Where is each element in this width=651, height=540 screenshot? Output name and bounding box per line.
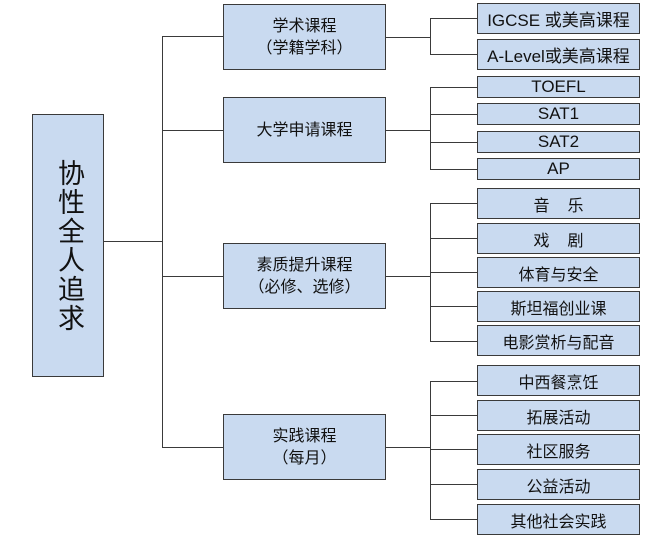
connector [430, 381, 431, 519]
category-sub: （学籍学科） [256, 38, 353, 57]
item-other-social-practice: 其他社会实践 [477, 504, 640, 535]
connector [430, 449, 477, 450]
item-film-dubbing: 电影赏析与配音 [477, 325, 640, 356]
item-pe-safety: 体育与安全 [477, 257, 640, 288]
item-a-level: A-Level或美高课程 [477, 39, 640, 70]
connector [430, 18, 431, 54]
connector [430, 18, 477, 19]
connector [430, 114, 477, 115]
category-label: 学术课程 [272, 16, 337, 35]
item-cooking: 中西餐烹饪 [477, 365, 640, 396]
connector-root [104, 241, 162, 242]
item-label: TOEFL [531, 77, 586, 96]
category-label: 素质提升课程 [256, 255, 353, 274]
item-sat1: SAT1 [477, 103, 640, 125]
connector-l1-3 [162, 447, 223, 448]
item-toefl: TOEFL [477, 76, 640, 98]
item-label: SAT1 [537, 104, 580, 123]
connector [386, 37, 430, 38]
root-node: 协性全人追求 [32, 114, 104, 377]
category-sub: （必修、选修） [248, 277, 361, 296]
category-practice: 实践课程 （每月） [223, 414, 386, 480]
connector-l1-0 [162, 36, 223, 37]
item-label: 斯坦福创业课 [510, 298, 607, 318]
connector [430, 142, 477, 143]
category-label: 实践课程 [272, 426, 337, 445]
item-label: 戏剧 [533, 230, 602, 250]
item-label: 体育与安全 [518, 264, 599, 284]
connector [430, 519, 477, 520]
item-charity: 公益活动 [477, 469, 640, 500]
item-stanford-entrepreneurship: 斯坦福创业课 [477, 291, 640, 322]
connector [430, 87, 431, 169]
connector [430, 203, 477, 204]
category-label: 大学申请课程 [256, 120, 353, 139]
connector [430, 381, 477, 382]
item-community-service: 社区服务 [477, 434, 640, 465]
connector [430, 306, 477, 307]
connector [430, 272, 477, 273]
category-academic: 学术课程 （学籍学科） [223, 4, 386, 70]
category-sub: （每月） [272, 448, 337, 467]
item-igcse: IGCSE 或美高课程 [477, 3, 640, 34]
item-outdoor-activities: 拓展活动 [477, 400, 640, 431]
item-music: 音乐 [477, 188, 640, 219]
item-sat2: SAT2 [477, 131, 640, 153]
item-label: 音乐 [533, 195, 602, 215]
category-university-application: 大学申请课程 [223, 97, 386, 163]
connector [386, 447, 430, 448]
item-label: 其他社会实践 [510, 511, 607, 531]
item-label: 中西餐烹饪 [518, 372, 599, 392]
item-label: 拓展活动 [526, 407, 591, 427]
item-ap: AP [477, 158, 640, 180]
item-label: A-Level或美高课程 [487, 47, 630, 66]
item-label: AP [547, 159, 570, 178]
connector [430, 484, 477, 485]
root-label: 协性全人追求 [53, 158, 84, 333]
category-quality-improvement: 素质提升课程 （必修、选修） [223, 243, 386, 309]
item-label: 社区服务 [526, 441, 591, 461]
item-label: 公益活动 [526, 476, 591, 496]
connector-l1-2 [162, 276, 223, 277]
connector [386, 276, 430, 277]
connector [386, 130, 430, 131]
connector [430, 169, 477, 170]
connector [430, 341, 477, 342]
item-drama: 戏剧 [477, 223, 640, 254]
connector-l1-1 [162, 130, 223, 131]
item-label: 电影赏析与配音 [502, 332, 615, 352]
connector [430, 238, 477, 239]
item-label: SAT2 [537, 132, 580, 151]
item-label: IGCSE 或美高课程 [487, 11, 630, 30]
connector [430, 87, 477, 88]
connector [430, 54, 477, 55]
connector [430, 415, 477, 416]
connector-trunk [162, 36, 163, 447]
